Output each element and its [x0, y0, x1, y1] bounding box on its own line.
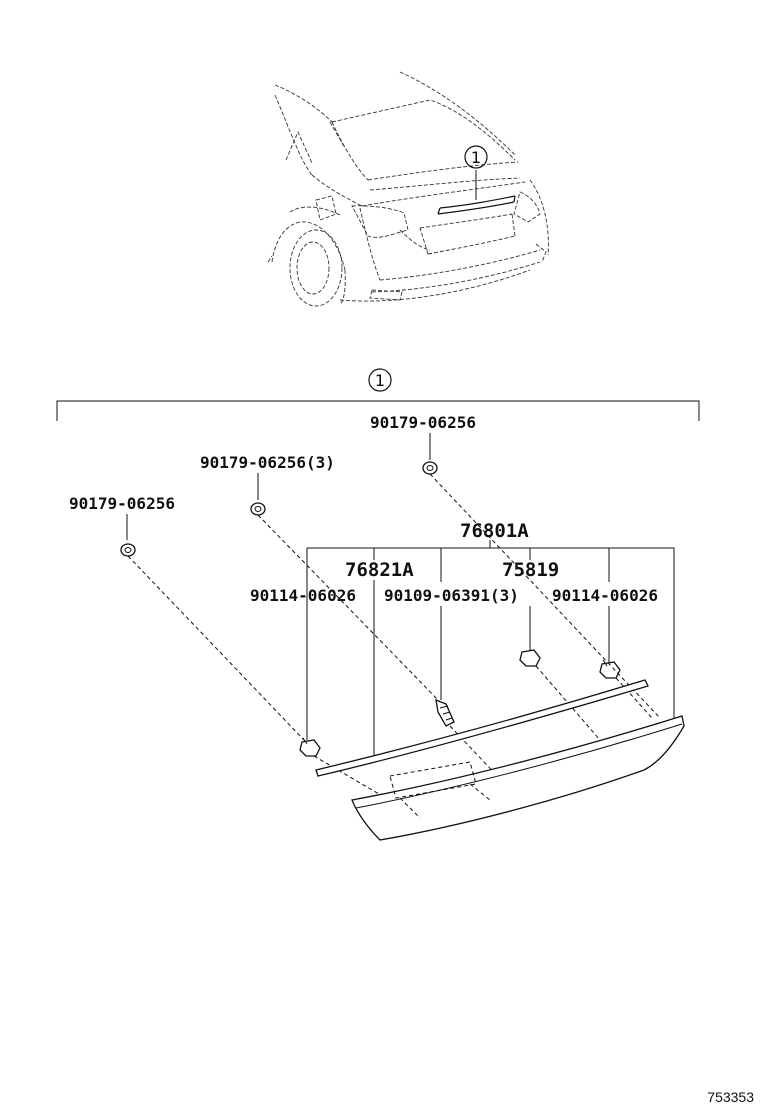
part-number-emblem[interactable]: 75819	[502, 559, 559, 581]
callout-number: 1	[471, 148, 481, 167]
clip-right	[599, 659, 621, 679]
nut-left	[120, 543, 136, 557]
part-number-nut-middle[interactable]: 90179-06256(3)	[200, 453, 335, 472]
emblem-clip	[519, 649, 541, 667]
callout-1-on-vehicle: 1	[464, 145, 488, 169]
part-number-bolt-middle[interactable]: 90109-06391(3)	[384, 586, 519, 605]
bolt-middle	[435, 698, 455, 727]
garnish-strip	[315, 679, 649, 777]
part-number-nut-top[interactable]: 90179-06256	[370, 413, 476, 432]
diagram-id: 753353	[707, 1089, 754, 1105]
nut-middle	[250, 502, 266, 516]
assembly-callout-number: 1	[375, 371, 385, 390]
part-number-clip-right[interactable]: 90114-06026	[552, 586, 658, 605]
vehicle-illustration	[267, 71, 549, 307]
assembly-bracket: 1	[56, 368, 700, 421]
part-number-garnish[interactable]: 76821A	[345, 559, 414, 581]
nut-top	[422, 461, 438, 475]
part-number-clip-left[interactable]: 90114-06026	[250, 586, 356, 605]
garnish-panel	[351, 715, 685, 841]
part-number-assembly[interactable]: 76801A	[460, 520, 529, 542]
clip-left	[299, 737, 321, 757]
part-number-nut-left[interactable]: 90179-06256	[69, 494, 175, 513]
